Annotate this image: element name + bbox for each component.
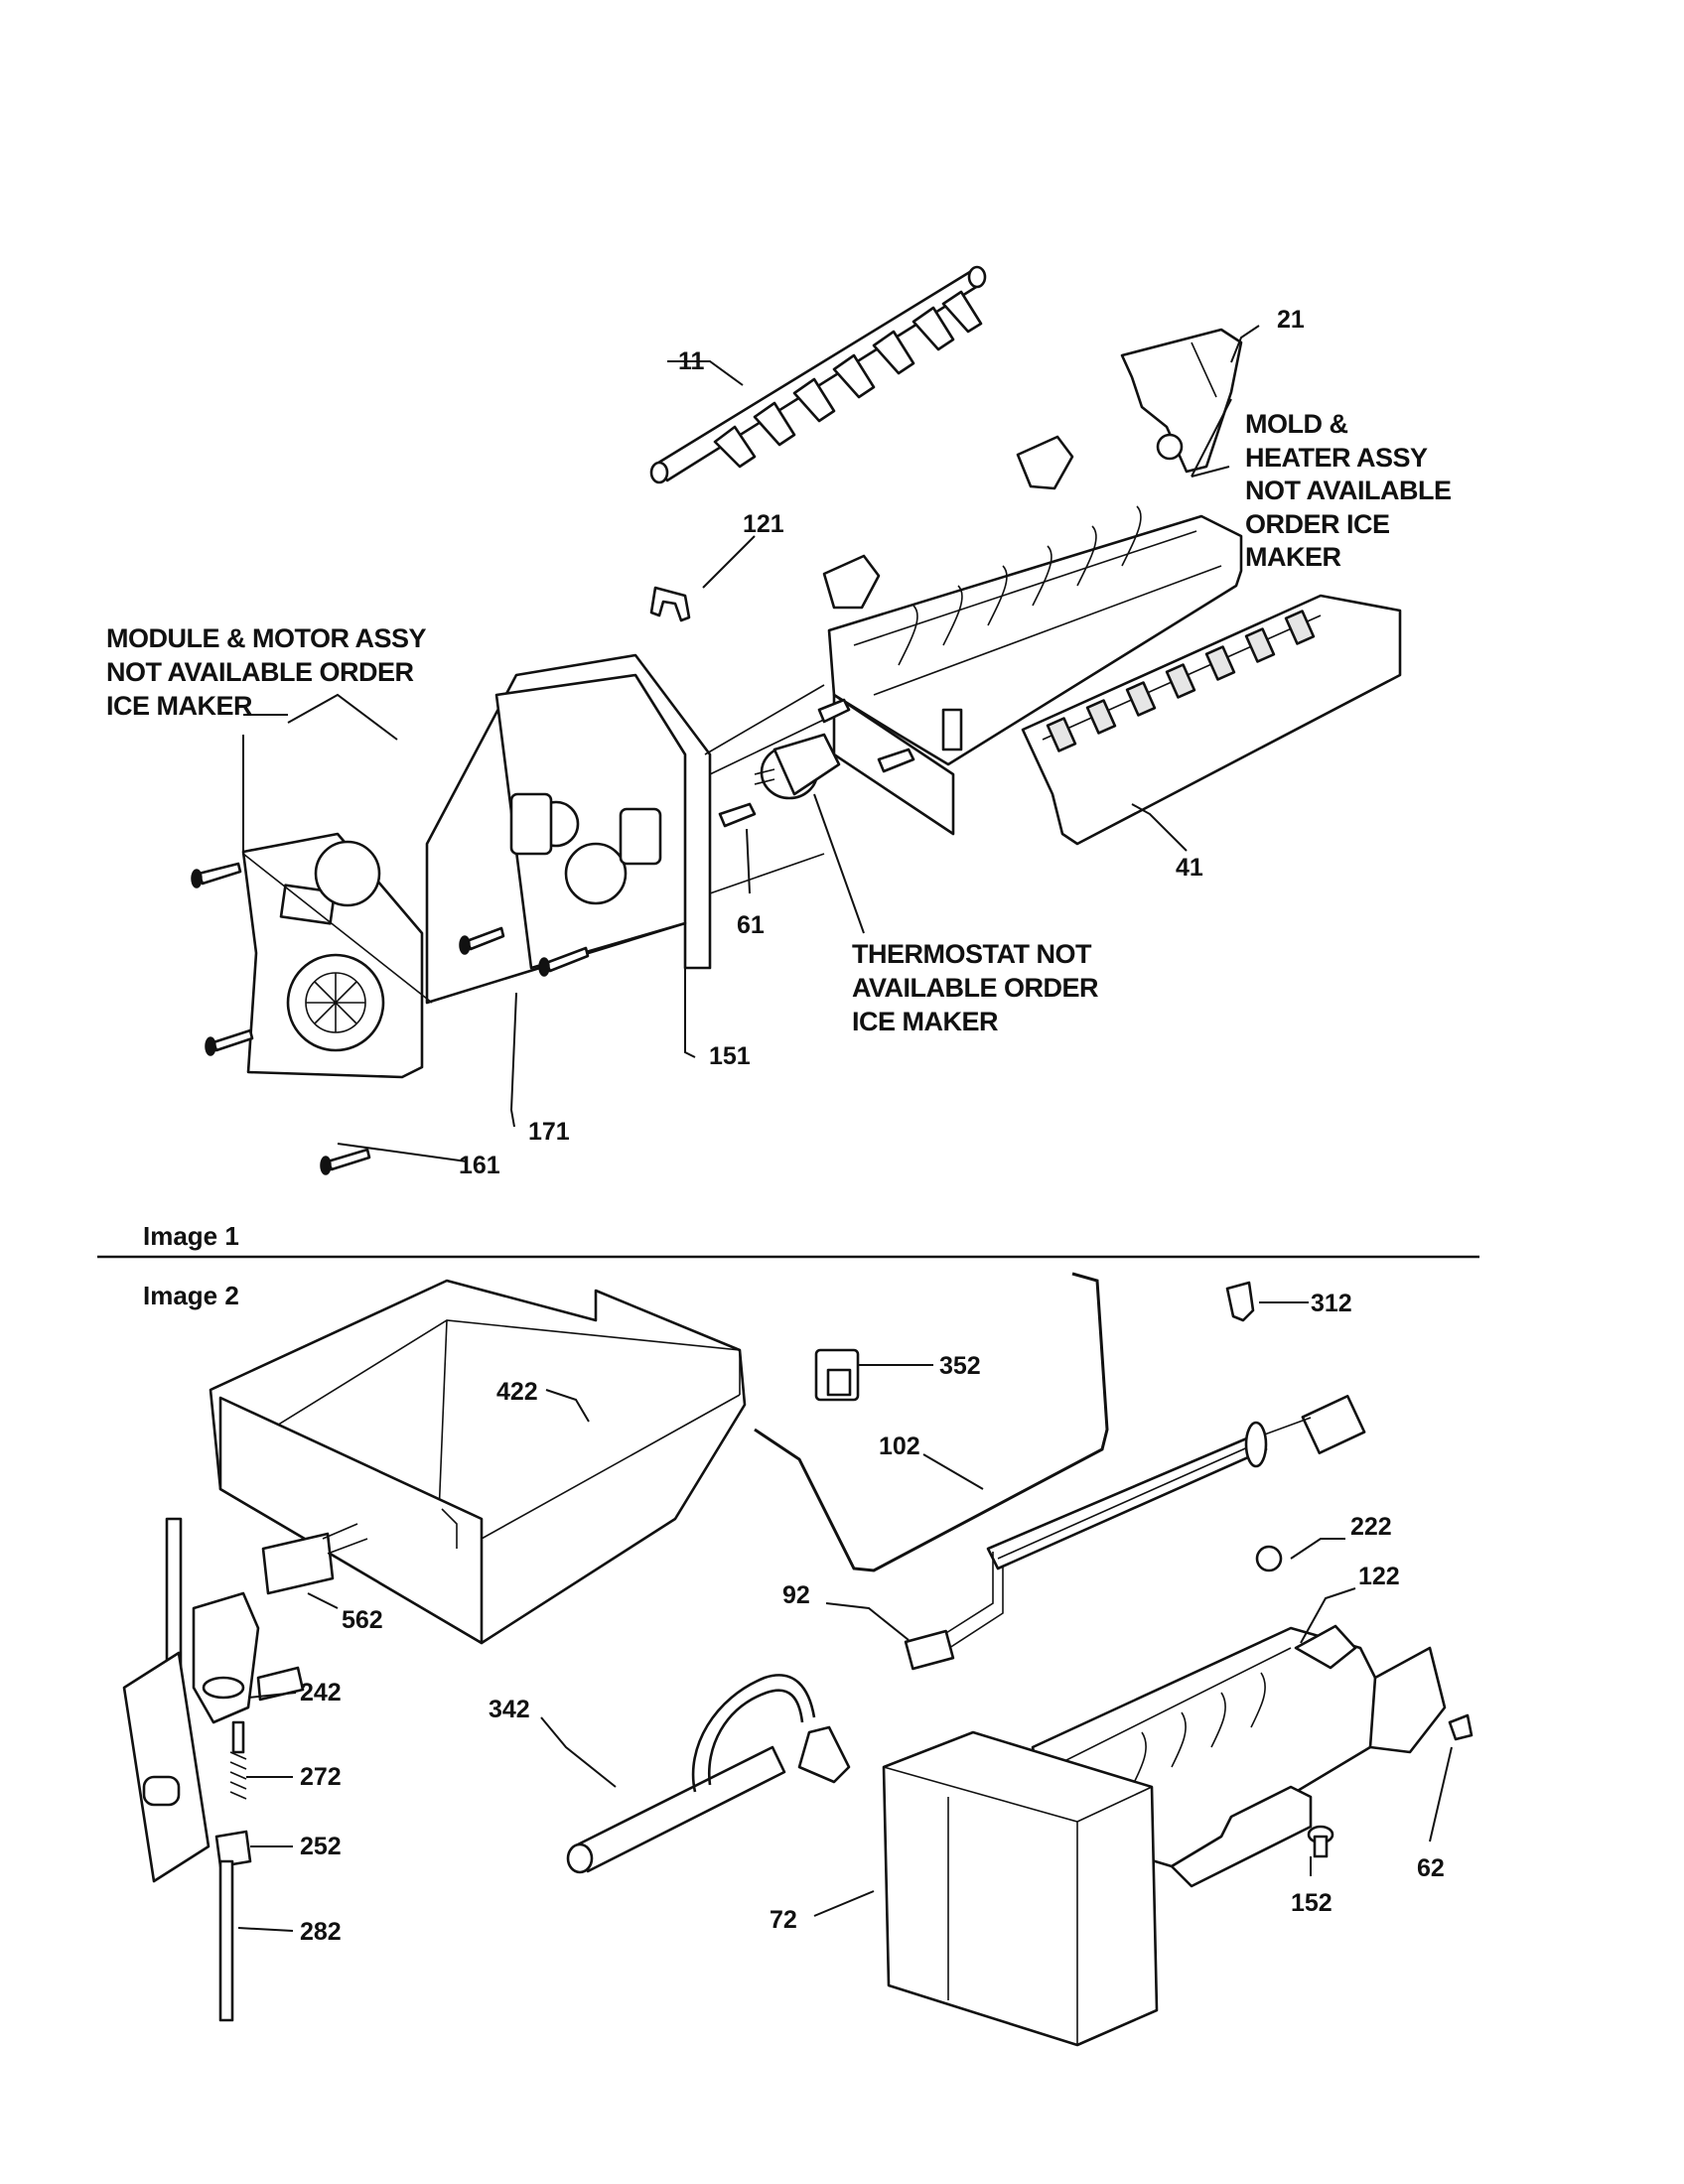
- ice-stripper: [1021, 594, 1402, 846]
- part-label-562: 562: [342, 1606, 383, 1634]
- thermostat: [754, 733, 841, 800]
- mold-note-line2: HEATER ASSY: [1245, 443, 1428, 473]
- part-label-72: 72: [770, 1906, 797, 1934]
- section-label-image1: Image 1: [143, 1221, 239, 1251]
- part-label-312: 312: [1311, 1290, 1352, 1317]
- part-label-11: 11: [678, 347, 705, 375]
- part-label-92: 92: [782, 1581, 810, 1609]
- part-label-171: 171: [528, 1118, 570, 1146]
- part-label-41: 41: [1176, 854, 1203, 882]
- part-label-161: 161: [459, 1152, 500, 1179]
- module-note-line3: ICE MAKER: [106, 691, 252, 721]
- module-note-line2: NOT AVAILABLE ORDER: [106, 657, 414, 687]
- motor-plate: [241, 832, 433, 1079]
- pin-part: [718, 802, 757, 828]
- mold-note-line5: MAKER: [1245, 542, 1341, 572]
- mold-note-line1: MOLD &: [1245, 409, 1347, 439]
- part-label-121: 121: [743, 510, 784, 538]
- motor-housing: [425, 653, 835, 1005]
- part-label-61: 61: [737, 911, 765, 939]
- part-label-122: 122: [1358, 1563, 1400, 1590]
- part-label-62: 62: [1417, 1854, 1445, 1882]
- cover-72: [882, 1730, 1159, 2047]
- image1-drawing: MODULE & MOTOR ASSY NOT AVAILABLE ORDER …: [106, 265, 1452, 1179]
- thermostat-note-line2: AVAILABLE ORDER: [852, 973, 1098, 1003]
- part-label-422: 422: [496, 1378, 538, 1406]
- module-note-line1: MODULE & MOTOR ASSY: [106, 623, 427, 653]
- part-label-102: 102: [879, 1433, 920, 1460]
- thermostat-note-line3: ICE MAKER: [852, 1007, 998, 1036]
- section-label-image2: Image 2: [143, 1281, 239, 1310]
- leader-lines: [242, 325, 1260, 1162]
- icemaker-assembly: [1031, 1545, 1474, 1888]
- screws: [191, 862, 590, 1175]
- part-label-152: 152: [1291, 1889, 1333, 1917]
- ejector-bar: [649, 265, 987, 484]
- wire-harness: [904, 1395, 1366, 1671]
- bracket-part: [1120, 328, 1243, 474]
- fill-tube: [754, 1272, 1109, 1572]
- part-label-252: 252: [300, 1833, 342, 1860]
- part-label-342: 342: [489, 1696, 530, 1723]
- mold-note-line3: NOT AVAILABLE: [1245, 476, 1451, 505]
- clip-part: [649, 586, 691, 622]
- part-label-272: 272: [300, 1763, 342, 1791]
- part-label-352: 352: [939, 1352, 981, 1380]
- screw-152: [1307, 1825, 1334, 1858]
- clip-352: [814, 1348, 860, 1402]
- part-label-151: 151: [709, 1042, 751, 1070]
- part-label-282: 282: [300, 1918, 342, 1946]
- part-label-222: 222: [1350, 1513, 1392, 1541]
- part-label-21: 21: [1277, 306, 1305, 334]
- leader-lines-2: [237, 1301, 1453, 1932]
- fill-cup: [566, 1674, 851, 1874]
- thermostat-note-line1: THERMOSTAT NOT: [852, 939, 1092, 969]
- pin-part: [877, 748, 915, 773]
- pin-part: [817, 698, 851, 724]
- part-label-242: 242: [300, 1679, 342, 1706]
- water-valve: [122, 1517, 368, 2022]
- ice-bucket: [209, 1279, 747, 1645]
- plug-312: [1225, 1281, 1255, 1322]
- image2-drawing: 312 352 422 102 222 122 92 562 242 342 2…: [122, 1272, 1474, 2047]
- mold-note-line4: ORDER ICE: [1245, 509, 1390, 539]
